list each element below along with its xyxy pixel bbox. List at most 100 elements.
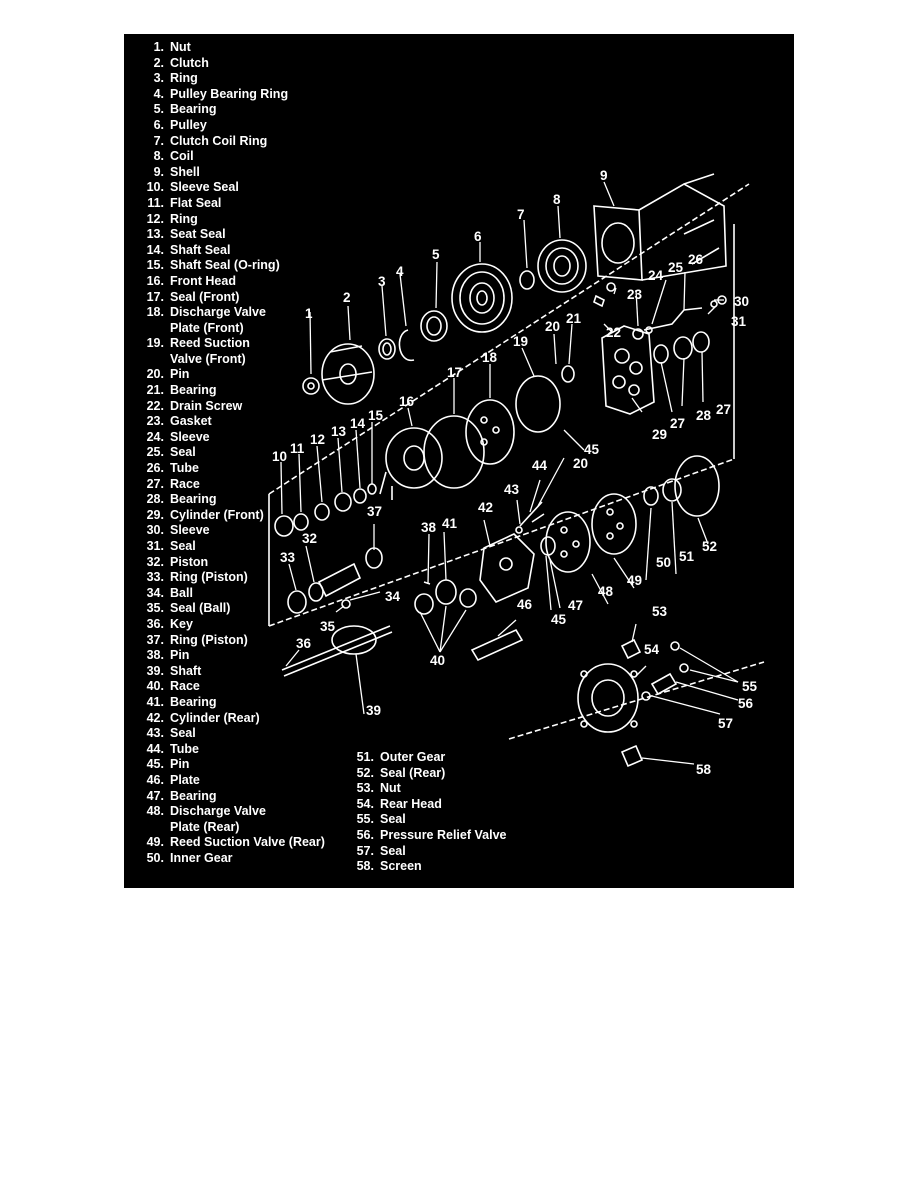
- assembly-line: [268, 458, 735, 627]
- nut-part: [302, 377, 320, 395]
- callout-label: 28: [696, 408, 712, 423]
- part-number: 29.: [146, 507, 164, 522]
- part-number: 35.: [146, 601, 164, 616]
- part-label: Seal (Front): [170, 289, 240, 304]
- part-label: Outer Gear: [380, 750, 446, 764]
- discharge-valve-plate-rear-part: [545, 511, 591, 573]
- callout-label: 45: [551, 612, 567, 627]
- parts-list-item: 3.Ring: [124, 71, 325, 87]
- parts-list-item: 53.Nut: [334, 781, 506, 797]
- part-label: Ring (Piston): [170, 632, 248, 647]
- pulley-bearing-ring-part: [398, 329, 415, 361]
- parts-list-item: 45.Pin: [124, 757, 325, 773]
- part-label: Key: [170, 616, 193, 631]
- parts-list-item: 20. Pin: [124, 367, 325, 383]
- part-number: 25.: [146, 445, 164, 460]
- part-label: Front Head: [170, 273, 236, 288]
- rear-head-part: [577, 663, 639, 733]
- parts-list-item: 21.Bearing: [124, 383, 325, 399]
- part-number: 19.: [146, 336, 164, 351]
- callout-label: 36: [296, 636, 312, 651]
- part-number: 20.: [146, 367, 164, 382]
- part-number: 18.: [146, 305, 164, 320]
- part-number: 8.: [153, 149, 164, 164]
- callout-label: 24: [648, 268, 664, 283]
- part-label: Seal: [380, 843, 406, 858]
- reed-suction-valve-front-part: [515, 375, 561, 433]
- parts-list-item: 12.Ring: [124, 212, 325, 228]
- part-number: 23.: [146, 414, 164, 429]
- callout-label: 44: [532, 458, 548, 473]
- callout-label: 31: [731, 314, 747, 329]
- parts-list-item: 54.Rear Head: [334, 797, 506, 813]
- callout-label: 26: [688, 252, 704, 267]
- part-label: Race: [170, 476, 200, 491]
- part-label: Bearing: [170, 383, 217, 398]
- part-label: Seal: [170, 726, 196, 741]
- tube-rear-part: [515, 501, 545, 534]
- part-label: Seal: [380, 812, 406, 827]
- callout-label: 47: [568, 598, 583, 613]
- callout-label: 2: [343, 290, 351, 305]
- part-label: Pin: [170, 367, 190, 382]
- callout-label: 14: [350, 416, 366, 431]
- part-number: 46.: [146, 772, 164, 787]
- callout-label: 56: [738, 696, 754, 711]
- discharge-valve-plate-front-part: [465, 399, 515, 465]
- part-number: 4.: [153, 86, 164, 101]
- parts-list-item: 1.Nut: [124, 40, 325, 56]
- parts-list-item: 23. Gasket: [124, 414, 325, 430]
- piston-part: [287, 547, 383, 614]
- part-number: 1.: [153, 40, 164, 54]
- front-cylinder-part: [601, 325, 655, 415]
- front-head-part: [379, 427, 443, 500]
- part-label: Plate (Front): [170, 320, 244, 335]
- callout-label: 1: [305, 306, 313, 321]
- part-label: Drain Screw: [170, 398, 243, 413]
- parts-list-item: 30.Sleeve: [124, 523, 325, 539]
- part-label: Pin: [170, 648, 190, 663]
- shell-part: [593, 173, 727, 281]
- parts-list-item: 31.Seal: [124, 539, 325, 555]
- callout-label: 27: [716, 402, 731, 417]
- parts-list-item: 9.Shell: [124, 165, 325, 181]
- part-number: 54.: [356, 796, 374, 811]
- part-label: Sleeve Seal: [170, 180, 239, 195]
- shaft-part: [281, 625, 393, 677]
- parts-list-item: 35. Seal (Ball): [124, 601, 325, 617]
- parts-list-item: 56.Pressure Relief Valve: [334, 828, 507, 844]
- callout-label: 58: [696, 762, 712, 777]
- ring-part: [378, 338, 396, 360]
- part-label: Flat Seal: [170, 195, 222, 210]
- callout-label: 23: [627, 287, 643, 302]
- screen-part: [620, 744, 644, 768]
- part-label: Pulley: [170, 117, 207, 132]
- parts-list-item: 13.Seat Seal: [124, 227, 325, 243]
- part-number: 26.: [146, 461, 164, 476]
- part-number: 44.: [146, 741, 164, 756]
- part-label: Plate: [170, 772, 200, 787]
- callout-label: 34: [385, 589, 401, 604]
- part-label: Seal (Ball): [170, 601, 231, 616]
- callout-label: 12: [310, 432, 325, 447]
- parts-list-item: 29.Cylinder (Front): [124, 508, 325, 524]
- parts-list-item: 2.Clutch: [124, 56, 325, 72]
- drain-screw-part: [593, 282, 616, 308]
- part-label: Gasket: [170, 414, 212, 429]
- bearing-21-part: [561, 365, 575, 383]
- parts-list-item: 15.Shaft Seal (O-ring): [124, 258, 325, 274]
- part-label: Sleeve: [170, 523, 210, 538]
- parts-list-item: 8.Coil: [124, 149, 325, 165]
- part-number: 38.: [146, 648, 164, 663]
- parts-list-item: Plate (Rear): [124, 820, 325, 836]
- parts-list-item: 18.Discharge Valve: [124, 305, 325, 321]
- part-number: 16.: [146, 273, 164, 288]
- part-number: 27.: [146, 476, 164, 491]
- part-number: 5.: [153, 102, 164, 117]
- parts-list-item: 27. Race: [124, 477, 325, 493]
- callout-label: 19: [513, 334, 528, 349]
- parts-list-item: 16. Front Head: [124, 274, 325, 290]
- part-label: Reed Suction: [170, 336, 250, 351]
